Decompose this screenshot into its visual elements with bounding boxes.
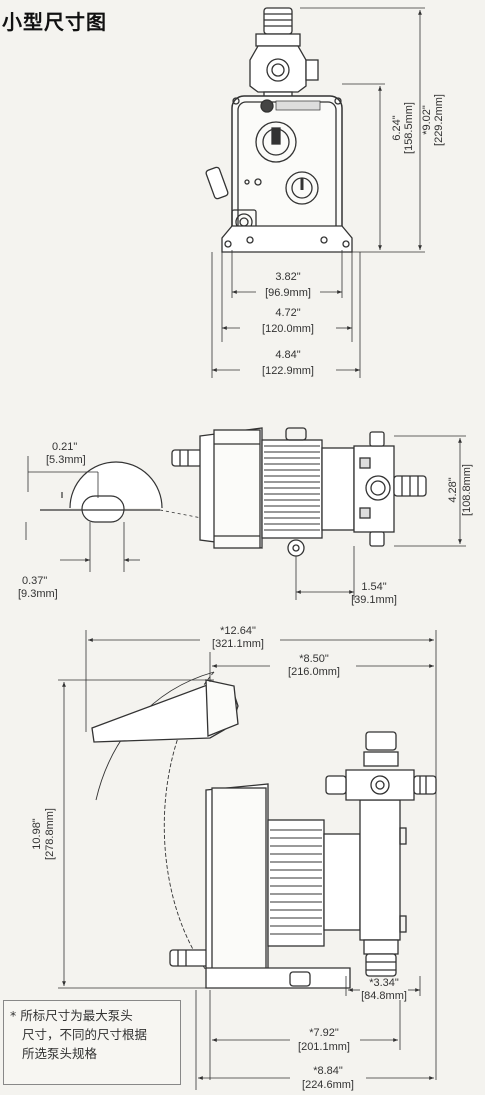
dim-width-mount-mm: [96.9mm] — [265, 287, 311, 299]
dim-height-body-in: 6.24" — [391, 115, 403, 140]
dim-side-height-mm: [278.8mm] — [44, 808, 56, 860]
dim-overall-length-in: *8.84" — [313, 1065, 343, 1077]
dim-width-body-in: 4.72" — [275, 307, 300, 319]
dim-top-height-in: 4.28" — [447, 477, 459, 502]
dim-length-b-mm: [216.0mm] — [288, 666, 340, 678]
front-view — [205, 7, 353, 253]
dim-base-length-in: *7.92" — [309, 1027, 339, 1039]
footnote-line-1: * 所标尺寸为最大泵头 — [10, 1008, 133, 1023]
dim-base-length-mm: [201.1mm] — [298, 1041, 350, 1053]
dim-slot-width-mm: [5.3mm] — [46, 454, 86, 466]
dim-offset-in: 1.54" — [361, 581, 386, 593]
dim-slot-length-in: 0.37" — [22, 575, 47, 587]
slot-detail — [40, 461, 213, 523]
dim-top-height-mm: [108.8mm] — [461, 464, 473, 516]
dim-height-overall-in: *9.02" — [421, 105, 433, 135]
dim-head-width-in: *3.34" — [369, 977, 399, 989]
footnote-line-3: 所选泵头规格 — [22, 1046, 98, 1061]
dim-head-width-mm: [84.8mm] — [361, 990, 407, 1002]
footnote-line-2: 尺寸，不同的尺寸根据 — [22, 1027, 148, 1042]
top-view — [171, 427, 427, 557]
dim-slot-length-mm: [9.3mm] — [18, 588, 58, 600]
dim-width-body-mm: [120.0mm] — [262, 323, 314, 335]
dim-length-b-in: *8.50" — [299, 653, 329, 665]
dim-slot-width-in: 0.21" — [52, 441, 77, 453]
page-title: 小型尺寸图 — [2, 10, 107, 34]
dim-width-mount-in: 3.82" — [275, 271, 300, 283]
dim-total-length-in: *12.64" — [220, 625, 256, 637]
dim-overall-length-mm: [224.6mm] — [302, 1079, 354, 1091]
dim-height-overall-mm: [229.2mm] — [433, 94, 445, 146]
dim-side-height-in: 10.98" — [31, 818, 43, 850]
dim-offset-mm: [39.1mm] — [351, 594, 397, 606]
side-view — [91, 671, 437, 989]
dim-width-base-mm: [122.9mm] — [262, 365, 314, 377]
footnote-box: * 所标尺寸为最大泵头 尺寸，不同的尺寸根据 所选泵头规格 — [3, 1000, 181, 1085]
dim-total-length-mm: [321.1mm] — [212, 638, 264, 650]
dim-height-body-mm: [158.5mm] — [403, 102, 415, 154]
dim-width-base-in: 4.84" — [275, 349, 300, 361]
